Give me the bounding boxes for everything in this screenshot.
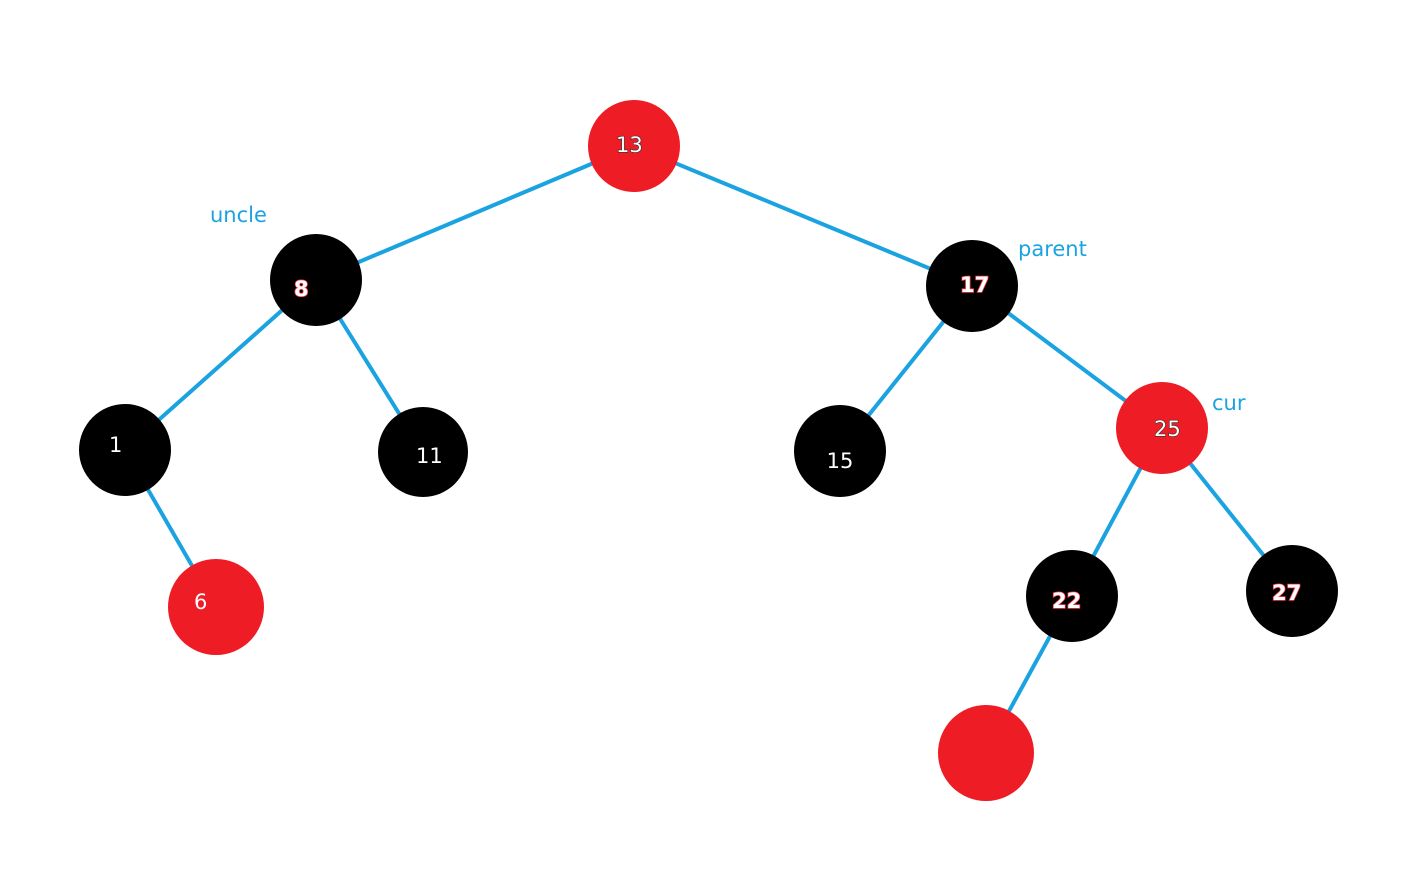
node-circle-n27: [1246, 545, 1338, 637]
node-label-n13: 13: [616, 133, 643, 157]
edge-n17-n25: [1002, 307, 1132, 407]
node-label-n11: 11: [416, 444, 443, 468]
tree-node-n25: 25: [1116, 382, 1208, 474]
tree-node-n1: 1: [79, 404, 171, 496]
node-label-n25: 25: [1154, 417, 1181, 441]
node-circle-n6: [168, 559, 264, 655]
node-label-n17: 17: [960, 273, 989, 297]
tree-node-nNew: [938, 705, 1034, 801]
node-label-n22: 22: [1052, 589, 1081, 613]
edges-layer: [143, 159, 1270, 719]
node-label-n1: 1: [109, 433, 122, 457]
tree-node-n17: 17: [926, 240, 1018, 332]
tree-node-n15: 15: [794, 405, 886, 497]
node-circle-n22: [1026, 550, 1118, 642]
node-circle-n13: [588, 100, 680, 192]
edge-n13-n17: [669, 159, 937, 273]
edge-n17-n15: [863, 315, 949, 422]
node-label-n8: 8: [294, 277, 309, 301]
edge-n1-n6: [143, 482, 197, 573]
edge-n13-n8: [350, 159, 600, 267]
annotation-cur: cur: [1212, 391, 1246, 415]
node-label-n27: 27: [1272, 581, 1301, 605]
node-circle-n17: [926, 240, 1018, 332]
tree-node-n13: 13: [588, 100, 680, 192]
node-circle-n11: [378, 407, 468, 497]
tree-node-n22: 22: [1026, 550, 1118, 642]
node-label-n15: 15: [827, 449, 854, 473]
annotation-uncle: uncle: [210, 203, 267, 227]
edge-n8-n11: [335, 312, 405, 421]
node-label-n6: 6: [194, 590, 207, 614]
annotation-parent: parent: [1018, 237, 1087, 261]
edge-n25-n22: [1088, 461, 1146, 563]
tree-node-n27: 27: [1246, 545, 1338, 637]
tree-node-n6: 6: [168, 559, 264, 655]
tree-node-n11: 11: [378, 407, 468, 497]
edge-n22-nNew: [1004, 629, 1055, 719]
node-circle-n25: [1116, 382, 1208, 474]
annotations-layer: uncle parent cur: [210, 203, 1246, 415]
node-circle-n15: [794, 405, 886, 497]
tree-node-n8: 8: [270, 234, 362, 326]
edge-n8-n1: [152, 304, 289, 426]
edge-n25-n27: [1184, 457, 1270, 562]
node-circle-n8: [270, 234, 362, 326]
node-circle-nNew: [938, 705, 1034, 801]
node-circle-n1: [79, 404, 171, 496]
